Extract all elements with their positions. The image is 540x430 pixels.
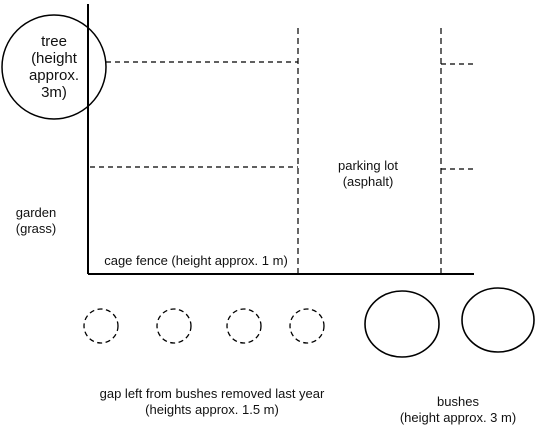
tree-circle: [1, 14, 107, 120]
parking-lot-label: parking lot (asphalt): [338, 158, 398, 189]
removed-bush-circle: [83, 308, 119, 344]
removed-bush-circle: [156, 308, 192, 344]
removed-bush-circle: [226, 308, 262, 344]
tree-label: tree (height approx. 3m): [28, 33, 80, 101]
bush-ellipse: [364, 290, 440, 358]
bushes-label: bushes (height approx. 3 m): [399, 394, 517, 425]
cage-fence-label: cage fence (height approx. 1 m): [104, 253, 288, 268]
gap-label: gap left from bushes removed last year (…: [99, 386, 325, 417]
bush-ellipse: [461, 287, 535, 353]
garden-label: garden (grass): [15, 205, 57, 236]
removed-bush-circle: [289, 308, 325, 344]
